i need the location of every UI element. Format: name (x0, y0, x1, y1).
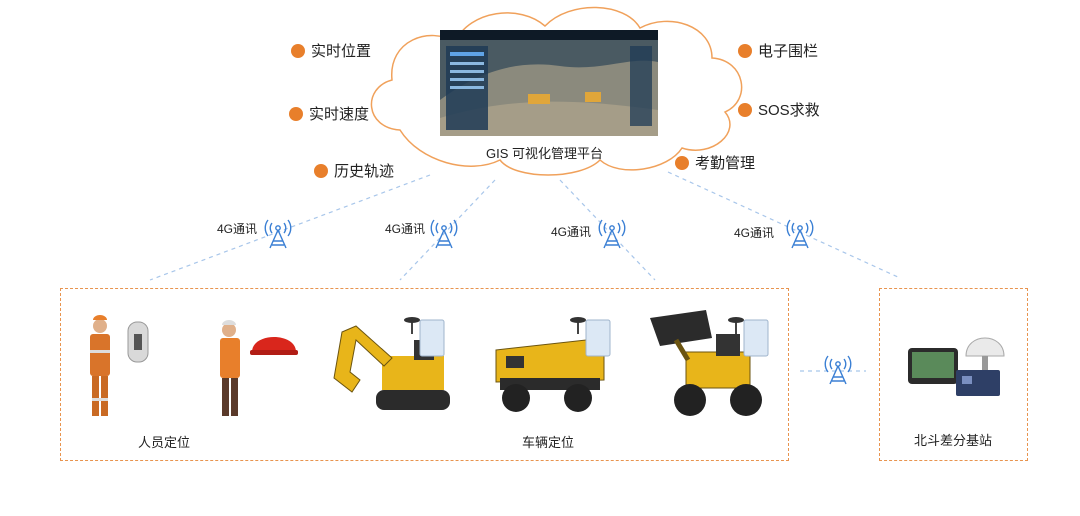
link-line-4 (667, 171, 901, 279)
orange-dot-icon (314, 163, 328, 178)
safety-helmet-icon (250, 337, 298, 355)
feature-label: 实时位置 (311, 43, 372, 60)
positioning-group-box (60, 288, 789, 461)
link-line-3 (559, 179, 656, 281)
gps-receiver-device (728, 317, 769, 357)
gps-receiver-device (404, 317, 445, 357)
signal-tower-icon (786, 219, 814, 249)
feature-sos: SOS求救 (738, 99, 820, 120)
network-label: 4G通讯 (734, 226, 775, 240)
base-station-group-box (879, 288, 1028, 461)
base-station-label: 北斗差分基站 (914, 433, 993, 448)
feature-history-track: 历史轨迹 (314, 160, 394, 181)
worker-figure-1 (90, 315, 110, 416)
feature-label: 考勤管理 (695, 155, 756, 172)
orange-dot-icon (738, 102, 752, 117)
vehicle-positioning-label: 车辆定位 (522, 435, 575, 450)
feature-label: 电子围栏 (758, 43, 819, 60)
orange-dot-icon (289, 106, 303, 121)
link-line-1 (149, 174, 431, 281)
gps-receiver-device (570, 317, 611, 357)
signal-tower-icon (264, 219, 292, 249)
link-line-2 (399, 179, 496, 281)
feature-attendance: 考勤管理 (675, 152, 755, 173)
feature-realtime-speed: 实时速度 (289, 103, 369, 124)
mining-truck-icon (495, 339, 605, 412)
platform-screen (440, 30, 658, 137)
feature-geofence: 电子围栏 (738, 40, 818, 61)
network-links (149, 171, 901, 372)
orange-dot-icon (291, 43, 305, 58)
base-station-equipment (908, 337, 1005, 396)
signal-tower-icon (824, 355, 852, 385)
gps-locator-device (127, 321, 149, 363)
orange-dot-icon (738, 43, 752, 58)
network-label: 4G通讯 (217, 222, 258, 236)
feature-label: 实时速度 (309, 106, 370, 123)
feature-label: 历史轨迹 (334, 163, 395, 180)
feature-realtime-position: 实时位置 (291, 40, 371, 61)
feature-label: SOS求救 (758, 102, 820, 119)
platform-caption: GIS 可视化管理平台 (486, 146, 604, 161)
orange-dot-icon (675, 155, 689, 170)
network-label: 4G通讯 (551, 225, 592, 239)
worker-figure-2 (220, 320, 240, 416)
wheel-loader-icon (650, 310, 762, 416)
personnel-positioning-label: 人员定位 (138, 435, 191, 450)
network-label: 4G通讯 (385, 222, 426, 236)
